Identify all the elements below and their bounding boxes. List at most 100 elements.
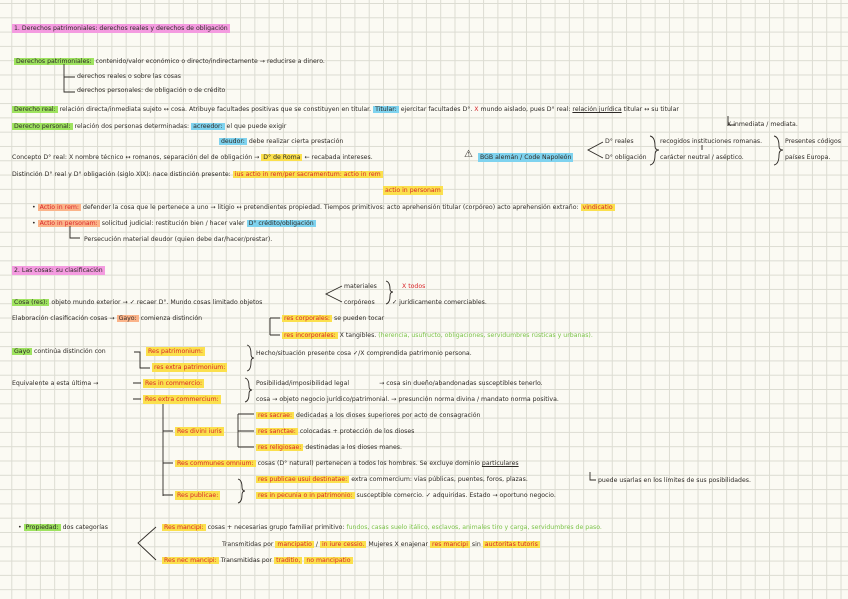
res-sanctae-row: res sanctae: colocadas + protección de l… [256, 427, 414, 436]
titular-text: ejercitar facultades D°. [400, 106, 473, 113]
propiedad-text: dos categorías [62, 524, 108, 531]
res-nec-mancipi: Res nec mancipi: [162, 557, 219, 564]
gayo2-text: continúa distinción con [34, 348, 106, 355]
warning-icon: ⚠ [464, 149, 473, 160]
caracter-text: carácter neutral / aséptico. [660, 154, 744, 161]
res-divini-iuris: Res divini iuris [175, 427, 224, 436]
res-sacrae: res sacrae: [256, 412, 295, 419]
distincion-row: Distinción D° real y D° obligación (sigl… [12, 170, 383, 179]
derecho-roma: D° de Roma [261, 154, 303, 161]
propiedad-row: • Propiedad: dos categorías [18, 524, 108, 531]
relacion-juridica: relación jurídica [572, 106, 622, 113]
corporeos: corpóreos [344, 299, 375, 306]
res-pecunia: res in pecunia o in patrimonio: [256, 492, 355, 499]
posibilidad-text: Posibilidad/imposibilidad legal [256, 380, 350, 387]
res-corporales-row: res corporales: se pueden tocar [282, 314, 384, 323]
res-publicae-usui-row: res publicae usui destinatae: extra comm… [256, 475, 528, 484]
res-communes-text: cosas (D° natural) pertenecen a todos lo… [257, 460, 480, 467]
in-iure-cessio: in iure cessio. [319, 541, 367, 548]
actio-rem-text: defender la cosa que le pertenece a uno … [82, 204, 579, 211]
bgb-code: BGB alemán / Code Napoleón [478, 153, 574, 162]
propiedad-label: Propiedad: [23, 524, 61, 531]
res-publicae-usui: res publicae usui destinatae: [256, 476, 350, 483]
derecho-real-row: Derecho real: relación directa/inmediata… [12, 105, 679, 114]
concepto-row: Concepto D° real: X nombre técnico ↔ rom… [12, 153, 373, 162]
traditio: traditio, [274, 557, 303, 564]
cosa-res-row: Cosa (res): objeto mundo exterior → ✓ re… [12, 298, 262, 307]
res-nec-mancipi-row: Res nec mancipi: Transmitidas por tradit… [162, 556, 353, 565]
derechos-personales-sub: derechos personales: de obligación o de … [77, 87, 226, 94]
res-mancipi-examples: fundos, casas suelo itálico, esclavos, a… [346, 524, 602, 531]
derecho-real-text: relación directa/inmediata sujeto ↔ cosa… [59, 106, 372, 113]
juridicamente: ✓ jurídicamente comerciables. [392, 299, 487, 306]
res-nec-text: Transmitidas por [220, 557, 273, 564]
recogidos-text: recogidos instituciones romanas. [660, 138, 763, 145]
res-communes: Res communes omnium: [175, 460, 256, 467]
auctoritas-tutoris: auctoritas tutoris [482, 541, 540, 548]
inmediata-note: X inmediata / mediata. [727, 121, 798, 128]
res-extra-commercium: Res extra commercium: [143, 395, 221, 404]
mancipatio: mancipatio [275, 541, 314, 548]
no-mancipatio: no mancipatio [304, 557, 353, 564]
cosa-res-label: Cosa (res): [12, 299, 50, 306]
puede-usarlas: puede usarlas en los límites de sus posi… [598, 477, 751, 484]
derechos-reales-sub: derechos reales o sobre las cosas [77, 73, 181, 80]
res-in-commercio: Res in commercio: [143, 379, 205, 388]
relacion-titular: titular ↔ su titular [623, 106, 679, 113]
hecho-situacion: Hecho/situación presente cosa ✓/X compre… [256, 350, 472, 357]
res-pecunia-text: susceptible comercio. ✓ adquiridas. Esta… [356, 492, 556, 499]
paises-text: países Europa. [785, 154, 831, 161]
x-todos: X todos [402, 283, 426, 290]
gayo2-label: Gayo [12, 348, 33, 355]
res-mancipi-row: Res mancipi: cosas + necesarias grupo fa… [162, 523, 602, 532]
res-publicae-usui-text: extra commercium: vías públicas, puentes… [351, 476, 528, 483]
credito-obligacion: D° crédito/obligación [246, 220, 316, 227]
vindicatio: vindicatio [580, 204, 615, 211]
titular-x: X [474, 106, 479, 113]
res-sanctae: res sanctae: [256, 428, 298, 435]
acreedor-text: el que puede exigir [226, 123, 287, 130]
mujeres-text: Mujeres X enajenar [368, 541, 429, 548]
res-mancipi-text: cosas + necesarias grupo familiar primit… [207, 524, 345, 531]
cosa-res-text: objeto mundo exterior → ✓ recaer D°. Mun… [51, 299, 263, 306]
acreedor-label: acreedor: [191, 123, 225, 130]
deudor-row: deudor: debe realizar cierta prestación [219, 137, 343, 146]
elaboracion-text: Elaboración clasificación cosas → [12, 315, 115, 322]
materiales: materiales [344, 283, 377, 290]
equivalente-text: Equivalente a esta última → [12, 380, 99, 387]
derechos-obligacion-right: D° obligación [605, 154, 647, 161]
transmitidas-row: Transmitidas por mancipatio / in iure ce… [222, 541, 540, 548]
res-sacrae-row: res sacrae: dedicadas a los dioses super… [256, 411, 480, 420]
cosa-objeto-row: cosa → objeto negocio jurídico/patrimoni… [256, 395, 559, 404]
section-title-cosas: 2. Las cosas: su clasificación [12, 266, 105, 275]
derecho-personal-label: Derecho personal: [12, 123, 73, 130]
actio-in-rem: ius actio in rem/per sacramentum: actio … [232, 171, 383, 178]
res-sacrae-text: dedicadas a los dioses superiores por ac… [296, 412, 481, 419]
res-sanctae-text: colocadas + protección de los dioses [299, 428, 415, 435]
derecho-personal-row: Derecho personal: relación dos personas … [12, 122, 286, 131]
gayo-row: Gayo continúa distinción con [12, 347, 106, 356]
res-communes-row: Res communes omnium: cosas (D° natural) … [175, 459, 519, 468]
persecucion-text: Persecución material deudor (quien debe … [84, 236, 273, 243]
res-extra-patrimonium: res extra patrimonium: [152, 363, 228, 372]
bullet-actio-personam: • Actio in personam: solicitud judicial:… [32, 220, 316, 227]
deudor-label: deudor: [219, 138, 247, 145]
derechos-reales-right: D° reales [605, 138, 634, 145]
derechos-patrimoniales-text: contenido/valor económico o directo/indi… [95, 58, 325, 65]
concepto-text: Concepto D° real: X nombre técnico ↔ rom… [12, 154, 260, 161]
presuncion-text: presunción norma divina / mandato norma … [398, 396, 559, 403]
gayo-label: Gayo: [116, 315, 139, 322]
deudor-text: debe realizar cierta prestación [248, 138, 344, 145]
derechos-patrimoniales-label: Derechos patrimoniales: [14, 58, 94, 65]
distincion-text: Distinción D° real y D° obligación (sigl… [12, 171, 231, 178]
actio-personam-label: Actio in personam: [37, 220, 100, 227]
res-incorporales-row: res incorporales: X tangibles. (herencia… [282, 331, 593, 340]
derecho-personal-text: relación dos personas determinadas: [74, 123, 190, 130]
particulares: particulares [481, 460, 519, 467]
titular-rest: mundo aislado, pues D° real: [480, 106, 571, 113]
elaboracion-row: Elaboración clasificación cosas → Gayo: … [12, 314, 202, 323]
presentes-text: Presentes códigos [785, 138, 841, 145]
derecho-real-label: Derecho real: [12, 106, 58, 113]
derechos-patrimoniales-row: Derechos patrimoniales: contenido/valor … [14, 57, 325, 66]
